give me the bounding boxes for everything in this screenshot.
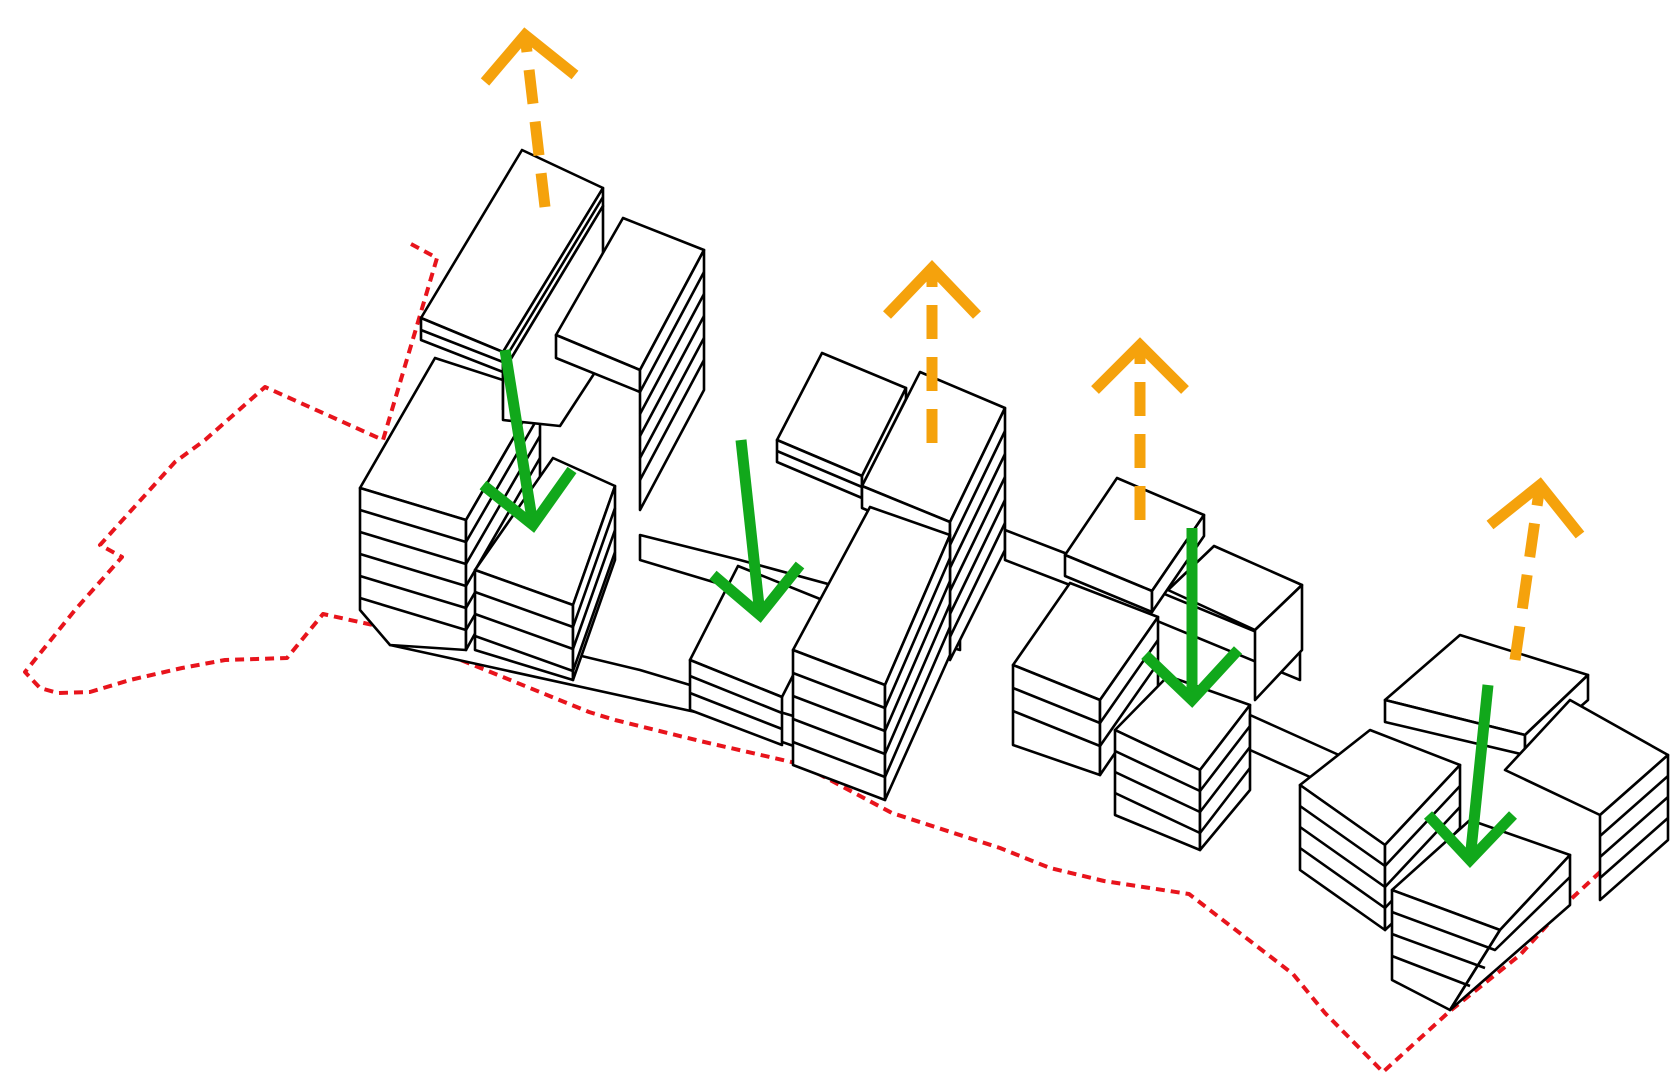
up-arrows	[480, 27, 1585, 661]
tower-block	[473, 456, 617, 682]
up-arrow-2	[883, 260, 981, 443]
building-cluster-4	[1248, 633, 1670, 1012]
tower-block	[358, 356, 542, 652]
up-arrow-3	[1091, 337, 1189, 520]
building-cluster-2	[638, 351, 1007, 802]
tower-block	[791, 505, 952, 802]
down-arrow-2	[709, 439, 805, 623]
down-arrow-1	[479, 349, 577, 533]
up-arrow-4	[1486, 477, 1585, 661]
tower-block	[1166, 544, 1304, 702]
down-arrows	[479, 349, 1517, 869]
tower-block	[554, 216, 706, 512]
tower-block	[1113, 674, 1252, 852]
up-arrow-1	[480, 27, 579, 208]
down-arrow-3	[1141, 528, 1243, 708]
building-cluster-1	[358, 148, 892, 782]
tower-block	[1503, 698, 1670, 902]
building-cluster-3	[1003, 476, 1304, 852]
down-arrow-4	[1423, 684, 1517, 869]
tower-block	[1390, 818, 1572, 1012]
